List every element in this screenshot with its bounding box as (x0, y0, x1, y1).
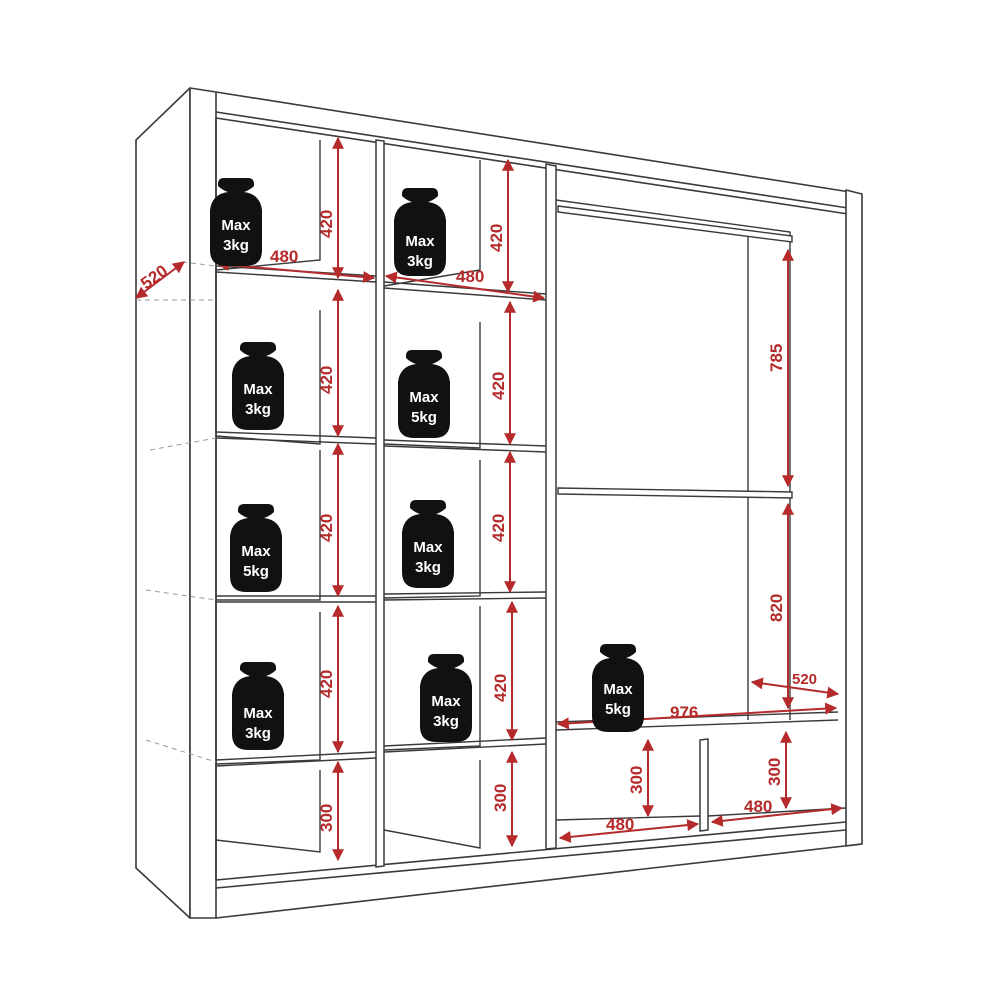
weight-label-line1: Max (243, 705, 273, 722)
dim-label-h-bottom-r2: 300 (765, 758, 784, 786)
dim-label-h-left-4: 420 (317, 670, 336, 698)
dim-label-w-bottom-r2: 480 (744, 797, 772, 816)
weight-label-line1: Max (431, 693, 461, 710)
weight-icon: Max 5kg (398, 350, 450, 438)
dim-line-w-bottom-r1 (558, 819, 700, 843)
weight-label-line1: Max (603, 681, 633, 698)
weight-label-line2: 3kg (433, 713, 459, 730)
weight-label-line1: Max (243, 381, 273, 398)
weight-label-line2: 3kg (245, 725, 271, 742)
dim-label-width-left: 480 (270, 247, 298, 266)
weight-label-line2: 3kg (407, 253, 433, 270)
dim-label-h-mid-5: 300 (491, 784, 510, 812)
weight-label-line2: 3kg (245, 401, 271, 418)
hanging-rails (557, 205, 793, 499)
dim-label-h-bottom-r1: 300 (627, 766, 646, 794)
weight-icon: Max 3kg (420, 654, 472, 742)
dim-label-width-middle: 480 (456, 267, 484, 286)
depth-guides (136, 261, 217, 763)
weight-label-line2: 5kg (605, 701, 631, 718)
dim-label-h-left-5: 300 (317, 804, 336, 832)
dim-label-h-left-2: 420 (317, 366, 336, 394)
dim-label-w-bottom-r1: 480 (606, 815, 634, 834)
weight-label-line2: 3kg (415, 559, 441, 576)
dim-line-width-left (216, 258, 376, 284)
weight-icon: Max 3kg (232, 662, 284, 750)
load-weights: Max 3kg Max 3kg Max 3kg Max 5kg Max 5kg … (210, 178, 644, 750)
weight-icon: Max 5kg (230, 504, 282, 592)
dim-label-depth-right: 520 (792, 671, 817, 688)
dim-label-h-mid-4: 420 (491, 674, 510, 702)
weight-label-line2: 5kg (243, 563, 269, 580)
dim-label-h-left-1: 420 (317, 210, 336, 238)
weight-label-line2: 5kg (411, 409, 437, 426)
weight-label-line1: Max (405, 233, 435, 250)
weight-label-line1: Max (221, 217, 251, 234)
weight-label-line1: Max (409, 389, 439, 406)
lower-hanging-rail (557, 487, 793, 499)
dim-line-w-bottom-r2 (710, 803, 844, 827)
dim-label-lower-rail: 820 (767, 594, 786, 622)
upper-hanging-rail (557, 205, 793, 243)
weight-icon: Max 3kg (402, 500, 454, 588)
dim-label-h-mid-2: 420 (489, 372, 508, 400)
dim-label-h-mid-3: 420 (489, 514, 508, 542)
right-upright (845, 189, 863, 847)
dim-line-depth-side (135, 261, 185, 299)
weight-icon: Max 3kg (210, 178, 262, 266)
weight-icon: Max 5kg (592, 644, 644, 732)
dim-label-width-right: 976 (670, 703, 698, 722)
column-dividers (375, 139, 709, 868)
dim-label-h-left-3: 420 (317, 514, 336, 542)
weight-label-line2: 3kg (223, 237, 249, 254)
weight-icon: Max 3kg (394, 188, 446, 276)
weight-icon: Max 3kg (232, 342, 284, 430)
weight-label-line1: Max (413, 539, 443, 556)
weight-label-line1: Max (241, 543, 271, 560)
dimension-labels: 520 480 480 420 420 420 420 300 420 420 … (137, 210, 817, 834)
dim-line-width-middle (384, 271, 546, 303)
dim-label-upper-rail: 785 (767, 344, 786, 372)
dim-line-depth-right (750, 677, 840, 699)
dim-label-h-mid-1: 420 (487, 224, 506, 252)
side-panel (135, 87, 191, 919)
